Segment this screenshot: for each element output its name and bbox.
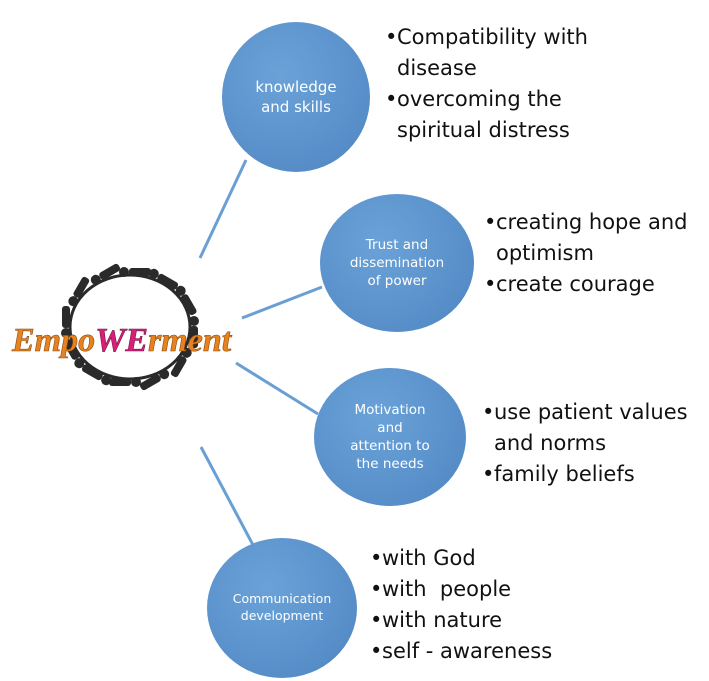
connector-line [198,159,248,259]
bullet-list-trust-power: creating hope and optimism create courag… [484,207,709,300]
node-label: Communication development [232,591,332,623]
bullet-item: overcoming the spiritual distress [385,84,625,146]
bullet-item: with people [370,574,595,605]
bullet-list-knowledge-skills: Compatibility with disease overcoming th… [385,22,625,146]
connector-line [241,285,323,320]
bullet-item: Compatibility with disease [385,22,625,84]
bullet-item: use patient values and norms [482,397,707,459]
bullet-item: creating hope and optimism [484,207,709,269]
node-label: Trust and dissemination of power [349,236,445,290]
logo-text-rment: rment [148,322,233,359]
bullet-item: self - awareness [370,636,595,667]
logo-text-we: WE [95,322,148,359]
people-ring-icon: EmpoWErment [11,263,233,391]
node-knowledge-skills: knowledge and skills [222,22,370,172]
svg-text:EmpoWErment: EmpoWErment [11,322,233,359]
bullet-item: with God [370,543,595,574]
node-motivation-needs: Motivation and attention to the needs [314,368,466,506]
node-communication-development: Communication development [207,538,357,678]
empowerment-logo: EmpoWErment [10,255,250,425]
node-label: knowledge and skills [255,77,337,116]
bullet-item: with nature [370,605,595,636]
connector-line [199,446,255,546]
bullet-item: create courage [484,269,709,300]
connector-line [235,361,319,416]
node-label: Motivation and attention to the needs [350,401,430,473]
bullet-item: family beliefs [482,459,707,490]
node-trust-power: Trust and dissemination of power [320,194,474,332]
bullet-list-motivation-needs: use patient values and norms family beli… [482,397,707,490]
bullet-list-communication-development: with God with people with nature self - … [370,543,595,667]
logo-text-empo: Empo [11,322,95,359]
